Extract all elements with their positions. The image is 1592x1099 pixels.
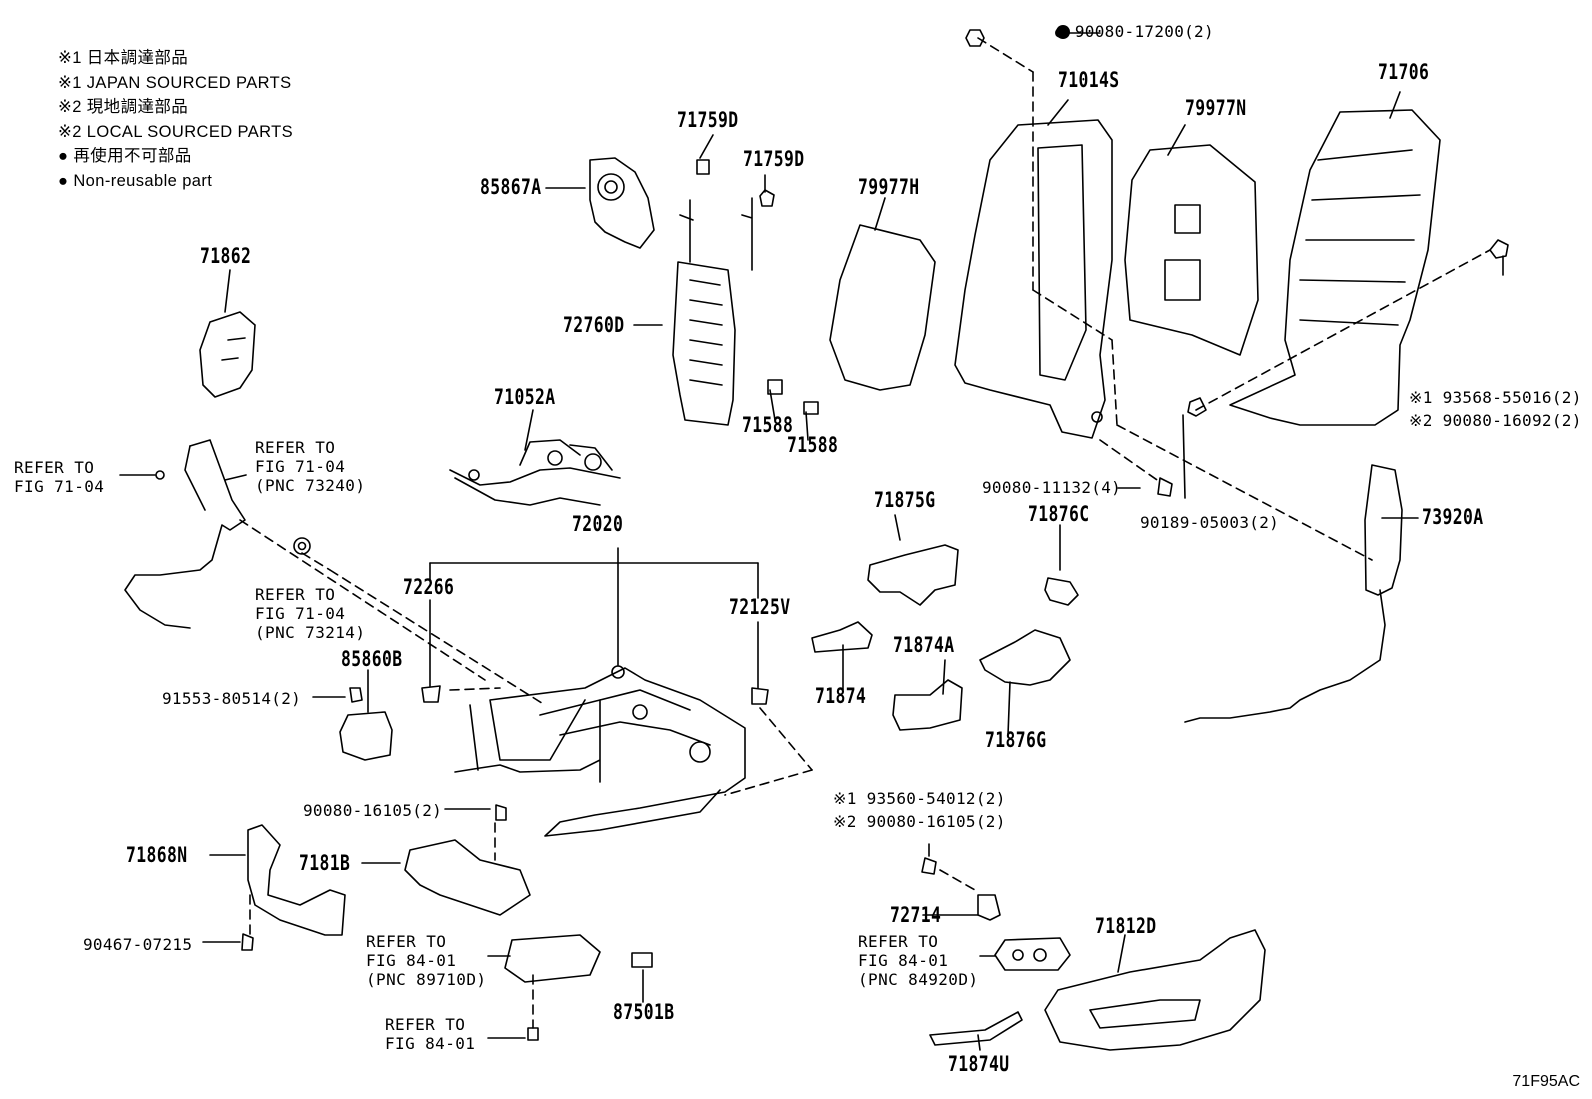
label-71759D-upper: 71759D <box>677 108 739 132</box>
fastener-90189-05003: 90189-05003(2) <box>1140 513 1280 532</box>
legend: ※1 日本調達部品 ※1 JAPAN SOURCED PARTS ※2 現地調達… <box>58 46 293 194</box>
fastener-90080-16105-a: 90080-16105(2) <box>303 801 443 820</box>
part-73920A-shape <box>1364 464 1403 596</box>
label-72266: 72266 <box>403 575 455 599</box>
part-71706-shape <box>1229 109 1441 426</box>
part-72760D-shape <box>672 261 736 426</box>
part-71875G-shape <box>867 544 959 606</box>
label-87501B: 87501B <box>613 1000 675 1024</box>
label-71759D-lower: 71759D <box>743 147 805 171</box>
leader-lines <box>119 32 1419 1051</box>
part-79977H-shape <box>829 224 936 391</box>
part-71014S-shape <box>954 119 1113 439</box>
part-72020-shape <box>454 667 746 837</box>
legend-line-5: ● 再使用不可部品 <box>58 147 192 166</box>
legend-line-1: ※1 日本調達部品 <box>58 49 189 67</box>
fastener-90080-16105-b: ※2 90080-16105(2) <box>833 812 1006 831</box>
label-71874A: 71874A <box>893 633 955 657</box>
label-79977H: 79977H <box>858 175 920 199</box>
fastener-90080-17200: ● 90080-17200(2) <box>1055 22 1214 41</box>
part-71874-shape <box>811 621 873 653</box>
part-71874A-shape <box>892 679 963 731</box>
label-71052A: 71052A <box>494 385 556 409</box>
fastener-90080-11132: 90080-11132(4) <box>982 478 1122 497</box>
part-71874U-shape <box>929 1011 1023 1046</box>
refer-fig-71-04-pnc-73214: REFER TO FIG 71-04 (PNC 73214) <box>255 585 366 642</box>
refer-fig-71-04-a: REFER TO FIG 71-04 <box>14 458 105 496</box>
bolt-90080-17200 <box>965 29 985 47</box>
label-71868N: 71868N <box>126 843 188 867</box>
refer-fig-84-01-pnc-84920D: REFER TO FIG 84-01 (PNC 84920D) <box>858 932 979 989</box>
legend-line-2: ※1 JAPAN SOURCED PARTS <box>58 73 292 92</box>
label-71812D: 71812D <box>1095 914 1157 938</box>
part-79977N-shape <box>1124 144 1259 356</box>
fastener-93568-55016: ※1 93568-55016(2) <box>1409 388 1582 407</box>
part-71862-shape <box>199 311 256 398</box>
label-7181B: 7181B <box>299 851 351 875</box>
part-72714-shape <box>977 894 1001 921</box>
legend-line-3: ※2 現地調達部品 <box>58 98 189 117</box>
legend-line-6: ● Non-reusable part <box>58 171 213 190</box>
fastener-90467-07215: 90467-07215 <box>83 935 193 954</box>
figure-code: 71F95AC <box>1512 1073 1580 1090</box>
part-switch-84920D-shape <box>994 937 1071 971</box>
legend-line-4: ※2 LOCAL SOURCED PARTS <box>58 122 294 141</box>
label-71874U: 71874U <box>948 1052 1010 1076</box>
label-71706: 71706 <box>1378 60 1430 84</box>
part-ecu-89710D-shape <box>504 934 601 983</box>
label-71588-lower: 71588 <box>787 433 839 457</box>
label-71874: 71874 <box>815 684 867 708</box>
part-71876C-shape <box>1044 577 1079 606</box>
refer-fig-84-01-b: REFER TO FIG 84-01 <box>385 1015 476 1053</box>
label-72714: 72714 <box>890 903 942 927</box>
part-7181B-shape <box>404 839 531 916</box>
refer-fig-71-04-pnc-73240: REFER TO FIG 71-04 (PNC 73240) <box>255 438 366 495</box>
part-71876G-shape <box>979 629 1071 686</box>
label-71876C: 71876C <box>1028 502 1090 526</box>
label-85860B: 85860B <box>341 647 403 671</box>
part-71812D-shape <box>1044 929 1266 1051</box>
label-73920A: 73920A <box>1422 505 1484 529</box>
fastener-91553-80514: 91553-80514(2) <box>162 689 302 708</box>
refer-fig-84-01-pnc-89710D: REFER TO FIG 84-01 (PNC 89710D) <box>366 932 487 989</box>
filled-markers <box>1056 25 1070 39</box>
part-71868N-shape <box>247 824 346 936</box>
label-72760D: 72760D <box>563 313 625 337</box>
label-71862: 71862 <box>200 244 252 268</box>
label-72020: 72020 <box>572 512 624 536</box>
dashed-lines <box>239 37 1491 1029</box>
fastener-90080-16092: ※2 90080-16092(2) <box>1409 411 1582 430</box>
label-85867A: 85867A <box>480 175 542 199</box>
part-87501B-shape <box>631 952 653 968</box>
part-85867A-shape <box>589 157 655 249</box>
part-85860B-shape <box>339 711 393 761</box>
label-79977N: 79977N <box>1185 96 1247 120</box>
part-71052A-shape <box>449 439 621 506</box>
label-71014S: 71014S <box>1058 68 1120 92</box>
label-71875G: 71875G <box>874 488 936 512</box>
label-71588-upper: 71588 <box>742 413 794 437</box>
fastener-93560-54012: ※1 93560-54012(2) <box>833 789 1006 808</box>
label-71876G: 71876G <box>985 728 1047 752</box>
label-72125V: 72125V <box>729 595 791 619</box>
